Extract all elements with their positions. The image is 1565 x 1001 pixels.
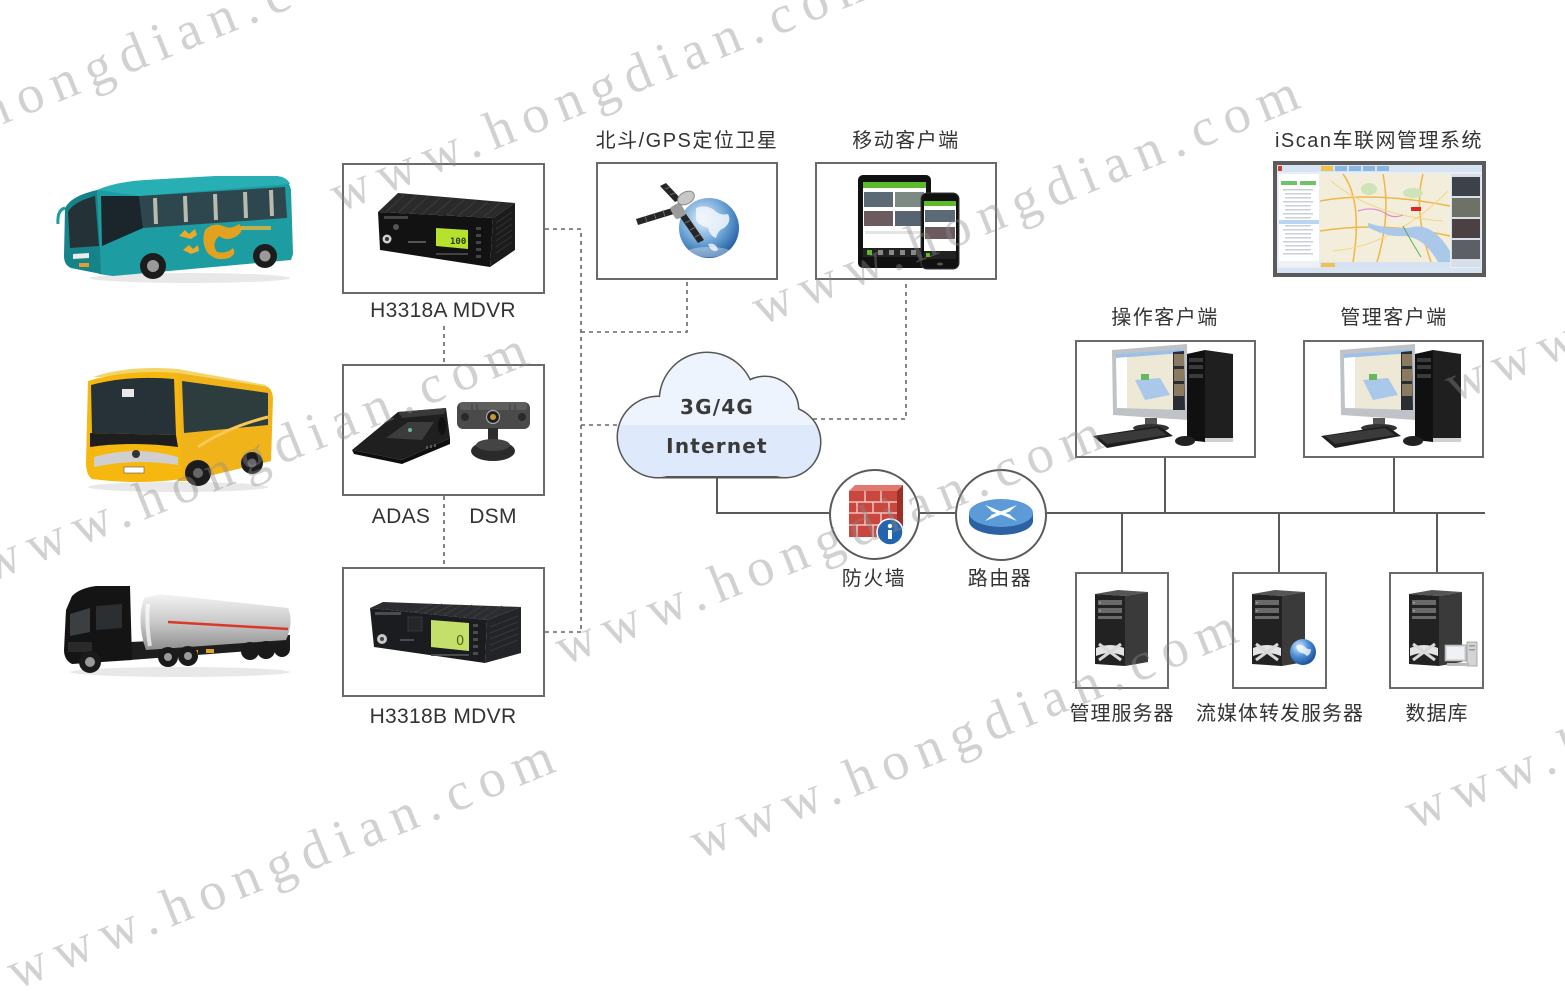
- satellite-globe-icon: [636, 183, 739, 258]
- mdvr-a-label: H3318A MDVR: [370, 299, 516, 322]
- dsm-label: DSM: [469, 505, 517, 528]
- adas-label: ADAS: [371, 505, 431, 528]
- operation-client-box[interactable]: [1075, 340, 1256, 458]
- operation-client-label: 操作客户端: [1111, 307, 1219, 329]
- adas-camera-icon: [352, 408, 450, 464]
- server-tower-pc-icon: [1409, 590, 1478, 667]
- management-server-box[interactable]: [1075, 572, 1169, 689]
- teal-coach-bus-icon: [56, 176, 293, 283]
- gps-label: 北斗/GPS定位卫星: [595, 130, 779, 152]
- desktop-computer-icon: [1321, 344, 1461, 448]
- streaming-server-box[interactable]: [1232, 572, 1327, 689]
- router-icon: [969, 499, 1033, 535]
- database-box[interactable]: [1389, 572, 1484, 689]
- mdvr-device-icon: 0: [370, 602, 521, 663]
- gps-box[interactable]: [596, 162, 778, 280]
- tanker-truck-icon: [64, 586, 291, 677]
- mdvr-b-label: H3318B MDVR: [369, 705, 517, 728]
- router-node[interactable]: [955, 469, 1047, 561]
- firewall-node[interactable]: [829, 469, 920, 560]
- management-client-box[interactable]: [1303, 340, 1484, 458]
- firewall-label: 防火墙: [841, 568, 907, 590]
- management-client-label: 管理客户端: [1340, 307, 1448, 329]
- mdvr-a-lcd-reading: 100: [450, 237, 466, 247]
- server-tower-globe-icon: [1252, 590, 1316, 666]
- adas-dsm-devices: [352, 402, 530, 464]
- mdvr-a-box[interactable]: 100: [342, 163, 545, 294]
- mdvr-b-lcd-reading: 0: [456, 634, 464, 649]
- iscan-label: iScan车联网管理系统: [1274, 130, 1484, 152]
- tablet-and-phone-icon: [858, 175, 960, 270]
- database-label: 数据库: [1405, 703, 1469, 725]
- desktop-computer-icon: [1093, 344, 1233, 448]
- dsm-camera-icon: [457, 402, 530, 461]
- firewall-brick-wall-icon: [849, 485, 904, 546]
- streaming-server-label: 流媒体转发服务器: [1196, 703, 1364, 725]
- connector-lines: [443, 228, 1485, 633]
- dashed-link-gps-to-trunk: [581, 280, 688, 333]
- server-tower-icon: [1095, 590, 1148, 666]
- management-server-label: 管理服务器: [1069, 703, 1175, 725]
- mobile-client-label: 移动客户端: [852, 130, 960, 152]
- mdvr-device-icon: 100: [378, 193, 515, 267]
- adas-dsm-box[interactable]: [342, 364, 545, 496]
- mobile-client-box[interactable]: [815, 162, 997, 280]
- yellow-bus-icon: [86, 368, 273, 492]
- mdvr-b-box[interactable]: 0: [342, 567, 545, 697]
- dashed-link-mdvr-a-to-trunk: [545, 228, 582, 632]
- solid-link-cloud-to-firewall: [716, 477, 829, 514]
- router-label: 路由器: [967, 568, 1033, 590]
- dashed-link-mobile-to-cloud: [813, 280, 907, 420]
- iscan-software-screenshot[interactable]: [1273, 161, 1486, 277]
